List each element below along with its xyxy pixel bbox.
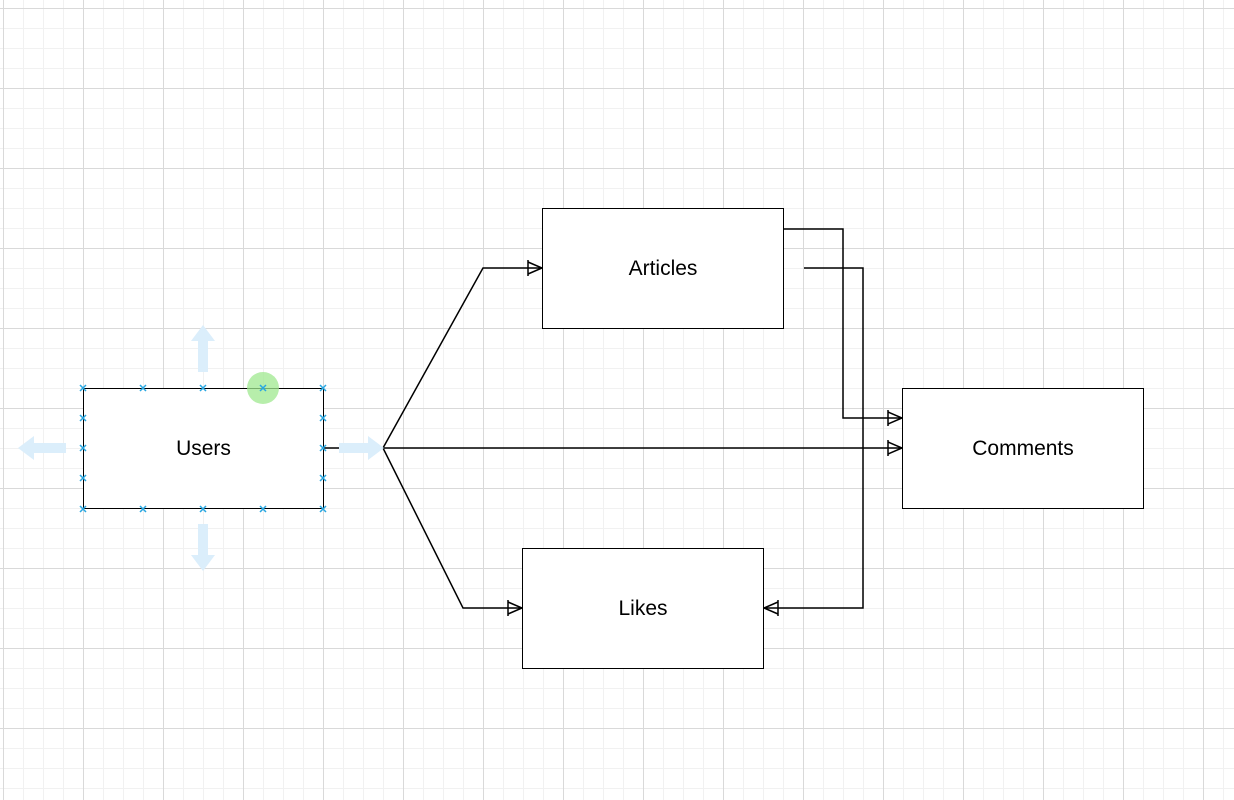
hover-connection-point[interactable] — [247, 372, 279, 404]
edge-users-comments[interactable] — [383, 440, 904, 456]
entity-users[interactable]: Users — [83, 388, 324, 509]
connect-arrow-down-icon[interactable] — [191, 524, 215, 571]
entity-likes-label: Likes — [618, 596, 668, 620]
edge-users-likes[interactable] — [382, 447, 524, 616]
connect-arrow-right-icon[interactable] — [339, 436, 384, 460]
connect-arrow-up-icon[interactable] — [191, 325, 215, 372]
entity-comments-label: Comments — [972, 436, 1074, 460]
entity-users-label: Users — [176, 436, 231, 460]
entity-articles[interactable]: Articles — [542, 208, 784, 329]
entity-articles-label: Articles — [628, 256, 698, 280]
entity-comments[interactable]: Comments — [902, 388, 1144, 509]
edge-users-articles[interactable] — [324, 260, 544, 449]
connect-arrow-left-icon[interactable] — [18, 436, 66, 460]
edge-articles-comments[interactable] — [784, 228, 904, 426]
entity-likes[interactable]: Likes — [522, 548, 764, 669]
